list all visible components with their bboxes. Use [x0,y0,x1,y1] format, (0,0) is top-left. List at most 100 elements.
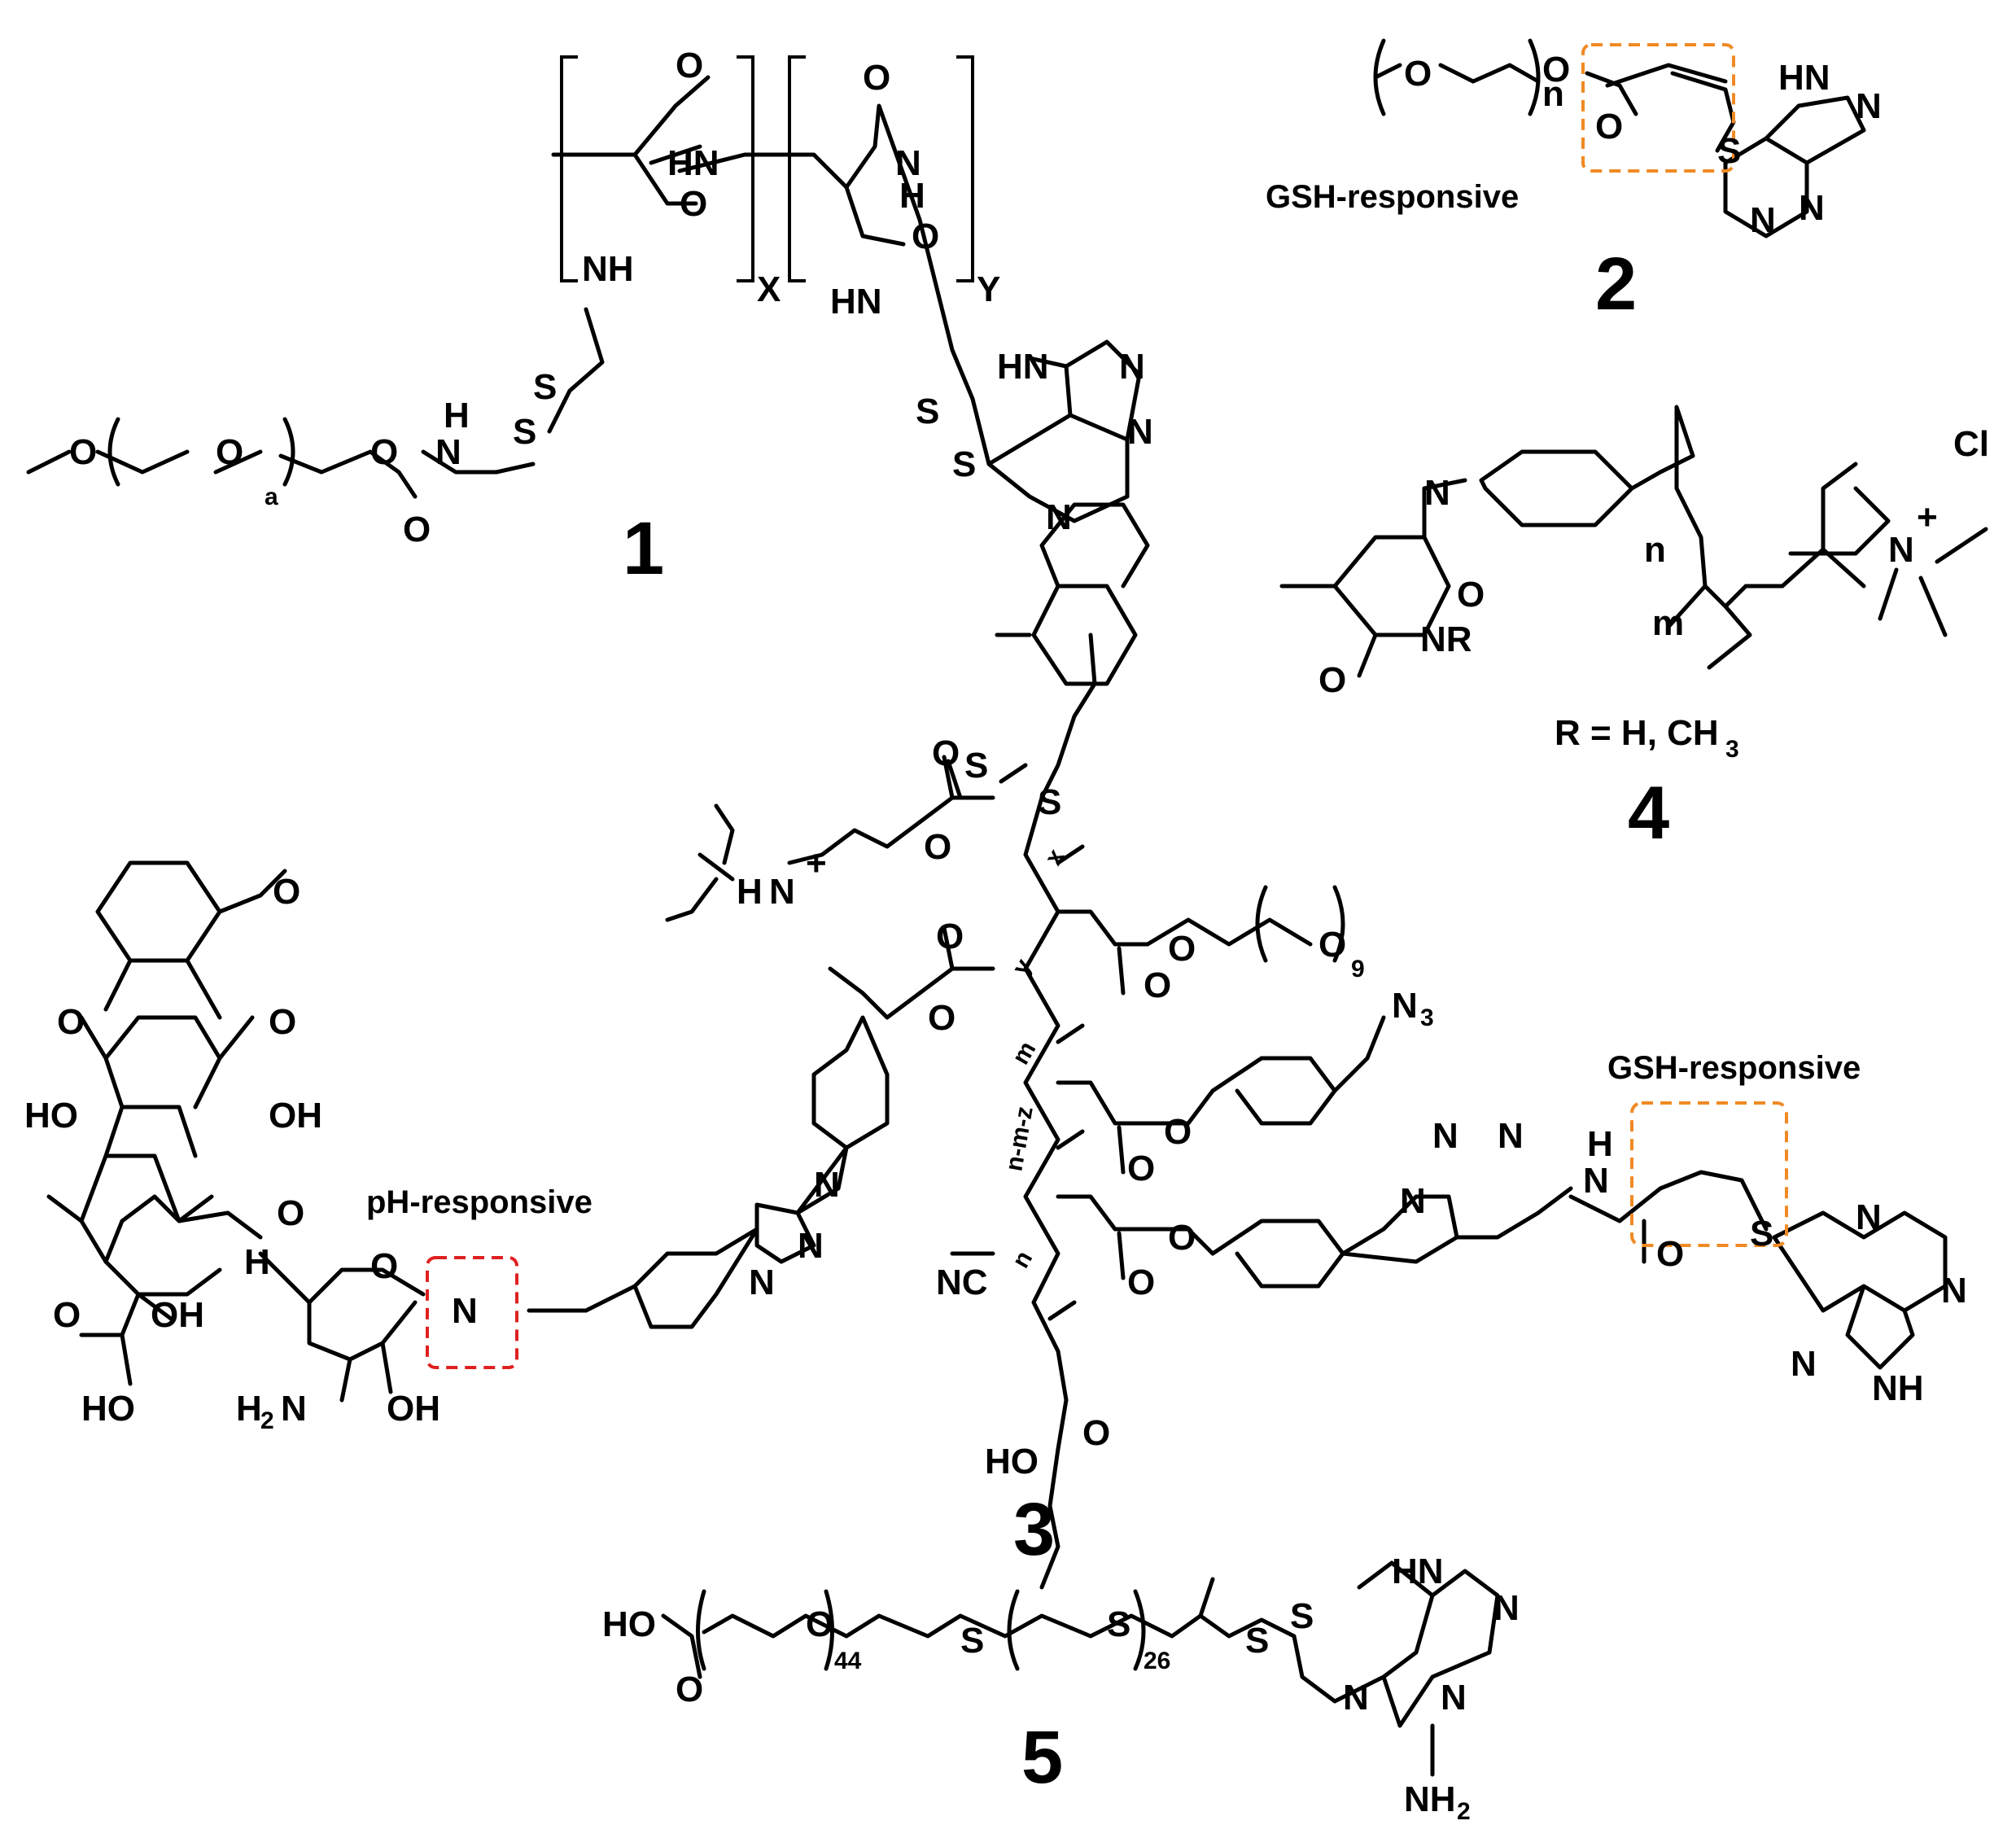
c3-s3: S [1750,1214,1773,1254]
c5-hn: HN [1392,1551,1444,1591]
c5-o2: O [806,1604,833,1644]
compound-2-number: 2 [1595,243,1637,326]
c1-nh: NH [582,249,634,289]
c5-sub44: 44 [834,1648,862,1674]
c3-gsh-box [1630,1101,1788,1247]
c1-o5: O [676,46,703,85]
c1-a-sub: a [265,484,278,510]
c3-o12: O [1656,1234,1684,1274]
c1-n: N [435,432,461,472]
c1-o1: O [69,432,97,472]
c3-dox-h: H [244,1242,270,1282]
c5-n2: N [1441,1678,1467,1718]
c3-dox-ho2: HO [81,1389,135,1429]
c4-m-repeat: m [1652,603,1684,643]
c1-o3: O [370,432,398,472]
c3-n-repeat: n [1007,1246,1038,1272]
c4-o1: O [1457,575,1485,615]
c4-plus: + [1917,497,1938,537]
c3-imine-n: N [452,1291,478,1331]
c5-n1: N [1493,1588,1520,1628]
c5-sub26: 26 [1144,1648,1170,1674]
c2-gsh-box [1581,43,1735,173]
c3-h1: H [1587,1124,1613,1164]
c1-h: H [444,396,470,435]
c4-nr: NR [1420,619,1472,659]
c3-dox-o1: O [273,872,300,912]
c5-s1: S [960,1621,984,1661]
c4-o2: O [1318,660,1346,700]
c1-y-sub: Y [977,269,1000,309]
c3-n11: N [814,1165,840,1205]
c3-o1: O [932,733,960,773]
c3-amine-n: N [769,872,795,912]
c3-dox-h2n: H [236,1389,262,1429]
compound-3: S S O O H N + O O O O O 9 N 3 O O O O N … [24,502,1967,1590]
c3-n6: N [1498,1116,1524,1156]
c4-r-def-sub: 3 [1725,736,1739,763]
c1-x-sub: X [757,269,781,309]
c5-ho: HO [602,1604,656,1644]
c3-o3: O [936,917,964,956]
c4-n1: N [1424,473,1450,513]
c3-n7: N [1583,1161,1609,1201]
c1-hn2: HN [830,282,882,322]
c3-nine-sub: 9 [1351,956,1365,983]
c3-dox-oh1: OH [269,1096,322,1136]
c3-n12: N [798,1226,824,1266]
c1-o8: O [912,217,939,256]
c3-o10: O [1168,1218,1196,1258]
c1-n2: N [895,143,921,183]
c4-n2: N [1888,530,1914,570]
c1-o6: O [680,184,707,224]
c3-dox-ho1: HO [24,1096,78,1136]
compound-5-number: 5 [1021,1716,1063,1799]
c3-n3-sub: 3 [1420,1004,1434,1031]
compound-4: N O NR O N + Cl n m R = H, CH 3 4 [1279,405,1989,855]
compound-1: O O a O O H N S S NH O O HN O N H O HN X… [26,46,1153,590]
c3-o11: O [1127,1263,1155,1302]
c5-nh2: NH [1404,1779,1456,1819]
compound-1-number: 1 [623,507,664,590]
c1-o7: O [863,58,890,98]
c2-o3: O [1595,107,1623,147]
c1-o4: O [403,510,431,549]
c3-n4: N [1400,1181,1426,1221]
c4-n-repeat: n [1644,530,1666,570]
c2-n-sub: n [1542,74,1564,114]
c2-n1: N [1856,86,1882,126]
c3-o8: O [1164,1112,1192,1152]
c1-s3: S [916,392,939,431]
c1-o2: O [216,432,243,472]
c3-dox-oh2: OH [151,1295,204,1335]
c3-o5: O [1144,965,1171,1005]
c1-n4: N [1127,412,1153,452]
c4-r-def: R = H, CH [1555,713,1719,753]
c3-dox-n: N [281,1389,307,1429]
c5-s3: S [1245,1621,1269,1661]
c5-s4: S [1290,1596,1314,1636]
c1-n3: N [1119,347,1145,387]
c3-dox-o3: O [269,1002,296,1042]
c3-o13: O [1082,1413,1110,1453]
c5-n3: N [1343,1678,1369,1718]
c4-cl: Cl [1953,424,1989,464]
c3-ph-box [426,1256,518,1369]
compound-3-number: 3 [1013,1488,1055,1571]
compound-4-number: 4 [1628,772,1669,855]
c3-dox-o5: O [370,1246,398,1286]
c3-nc: NC [936,1263,988,1302]
compound-5: HO O O 44 S S 26 S S HN N N N NH 2 5 [602,1551,1520,1825]
c1-n5: N [1046,497,1072,537]
c3-o2: O [924,827,951,867]
c3-dox-h2n-sub: 2 [260,1407,274,1434]
c3-o6: O [1168,929,1196,969]
c5-nh2-sub: 2 [1457,1798,1471,1825]
c3-o4: O [928,998,956,1038]
c2-s: S [1717,131,1741,171]
compound-2: O n O O S HN N N N GSH-responsive 2 [1266,38,1882,326]
c3-gsh-label: GSH-responsive [1607,1050,1861,1086]
c3-amine-plus: + [806,843,827,883]
c3-o7: O [1318,925,1346,965]
